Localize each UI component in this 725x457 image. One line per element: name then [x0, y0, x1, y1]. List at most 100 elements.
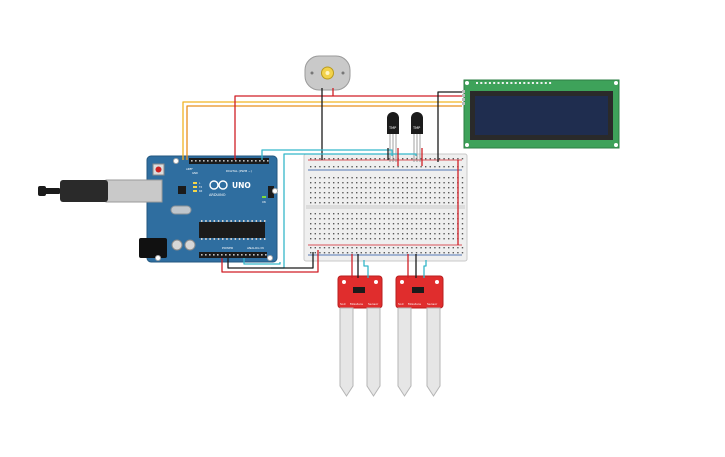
breadboard-hole	[369, 197, 372, 199]
breadboard-hole	[415, 223, 418, 225]
breadboard-hole	[383, 202, 385, 204]
breadboard-hole	[323, 197, 326, 199]
breadboard-hole	[397, 252, 399, 254]
lcd-pin	[531, 82, 534, 84]
breadboard-hole	[319, 158, 321, 160]
header-pin	[223, 160, 225, 162]
breadboard-hole	[434, 233, 436, 235]
breadboard[interactable]	[303, 153, 468, 262]
breadboard-hole	[425, 233, 427, 235]
breadboard-hole	[420, 213, 422, 215]
breadboard-hole	[392, 218, 395, 220]
breadboard-hole	[397, 182, 399, 184]
breadboard-hole	[314, 166, 316, 168]
mount-hole	[614, 143, 618, 147]
wire-orange-lcd-scl[interactable]	[186, 105, 462, 160]
breadboard-hole	[443, 177, 445, 179]
breadboard-hole	[346, 158, 349, 160]
wire-black-lcd-gnd[interactable]	[437, 91, 462, 162]
lcd-display[interactable]	[462, 79, 620, 149]
breadboard-hole	[429, 233, 431, 235]
breadboard-hole	[360, 238, 362, 240]
breadboard-hole	[443, 252, 445, 254]
breadboard-hole	[319, 238, 321, 240]
dc-motor[interactable]	[304, 55, 351, 91]
breadboard-hole	[342, 213, 344, 215]
lcd-pin	[510, 82, 513, 84]
breadboard-hole	[328, 158, 330, 160]
soil-sensor-2-chip	[412, 287, 424, 293]
wire-yellow-lcd-sda[interactable]	[182, 101, 462, 160]
breadboard-hole	[310, 213, 312, 215]
breadboard-hole	[360, 223, 362, 225]
breadboard-hole	[356, 213, 358, 215]
soil-moisture-sensor-1[interactable]: Soil Moisture Sensor	[337, 275, 383, 397]
capacitor-1	[171, 239, 183, 251]
breadboard-hole	[337, 177, 339, 179]
breadboard-hole	[429, 177, 431, 179]
breadboard-hole	[342, 177, 344, 179]
breadboard-hole	[402, 177, 404, 179]
breadboard-hole	[402, 182, 404, 184]
breadboard-hole	[374, 166, 376, 168]
temperature-sensor-2[interactable]: TMP	[411, 112, 423, 162]
uno-brand-text: UNO	[232, 181, 251, 190]
breadboard-hole	[342, 252, 344, 254]
breadboard-hole	[383, 197, 385, 199]
breadboard-hole	[369, 223, 372, 225]
breadboard-hole	[369, 238, 372, 240]
breadboard-hole	[337, 252, 339, 254]
breadboard-hole	[392, 247, 395, 249]
breadboard-hole	[351, 228, 353, 230]
breadboard-hole	[379, 158, 381, 160]
wire-cyan-tmp1[interactable]	[261, 149, 393, 160]
breadboard-hole	[388, 202, 390, 204]
breadboard-hole	[323, 187, 326, 189]
breadboard-hole	[383, 238, 385, 240]
soil-moisture-sensor-2[interactable]: Soil Moisture Sensor	[395, 275, 444, 397]
breadboard-hole	[360, 166, 362, 168]
breadboard-hole	[434, 182, 436, 184]
wire-black-arduino-gnd[interactable]	[227, 252, 314, 269]
breadboard-hole	[333, 166, 335, 168]
lcd-pin	[484, 82, 487, 84]
breadboard-hole	[434, 187, 436, 189]
analog-header-pins	[201, 254, 267, 256]
usb-cable[interactable]	[38, 180, 108, 202]
breadboard-hole	[443, 166, 445, 168]
breadboard-hole	[429, 192, 431, 194]
wire-red-lcd-vcc[interactable]	[234, 95, 462, 160]
wire-cyan-soil-1[interactable]	[363, 260, 369, 278]
breadboard-hole	[319, 218, 321, 220]
breadboard-hole	[356, 233, 358, 235]
lcd-pin	[493, 82, 496, 84]
breadboard-hole	[452, 192, 454, 194]
breadboard-hole	[429, 197, 431, 199]
arduino-uno-board[interactable]: UNO ARDUINO DIGITAL (PWM ~) POWER ANALOG…	[105, 155, 278, 263]
breadboard-hole	[379, 233, 381, 235]
breadboard-hole	[434, 218, 436, 220]
wire-red-arduino-5v[interactable]	[221, 250, 319, 273]
wire-cyan-soil-2[interactable]	[423, 260, 427, 278]
chip-leg	[264, 220, 266, 222]
breadboard-hole	[438, 197, 441, 199]
breadboard-hole	[314, 233, 316, 235]
breadboard-hole	[346, 192, 349, 194]
breadboard-hole	[323, 177, 326, 179]
breadboard-hole	[448, 192, 450, 194]
header-pin	[209, 254, 211, 256]
temperature-sensor-1[interactable]: TMP	[387, 112, 399, 162]
breadboard-hole	[314, 247, 316, 249]
breadboard-hole	[406, 247, 408, 249]
breadboard-hole	[379, 252, 381, 254]
wire-cyan-arduino-a0[interactable]	[243, 258, 281, 265]
breadboard-hole	[397, 218, 399, 220]
header-pin	[263, 160, 265, 162]
chip-leg	[226, 238, 228, 240]
breadboard-hole	[388, 252, 390, 254]
breadboard-hole	[383, 228, 385, 230]
breadboard-hole	[429, 182, 431, 184]
breadboard-hole	[333, 228, 335, 230]
breadboard-hole	[415, 158, 418, 160]
chip-leg	[251, 238, 253, 240]
